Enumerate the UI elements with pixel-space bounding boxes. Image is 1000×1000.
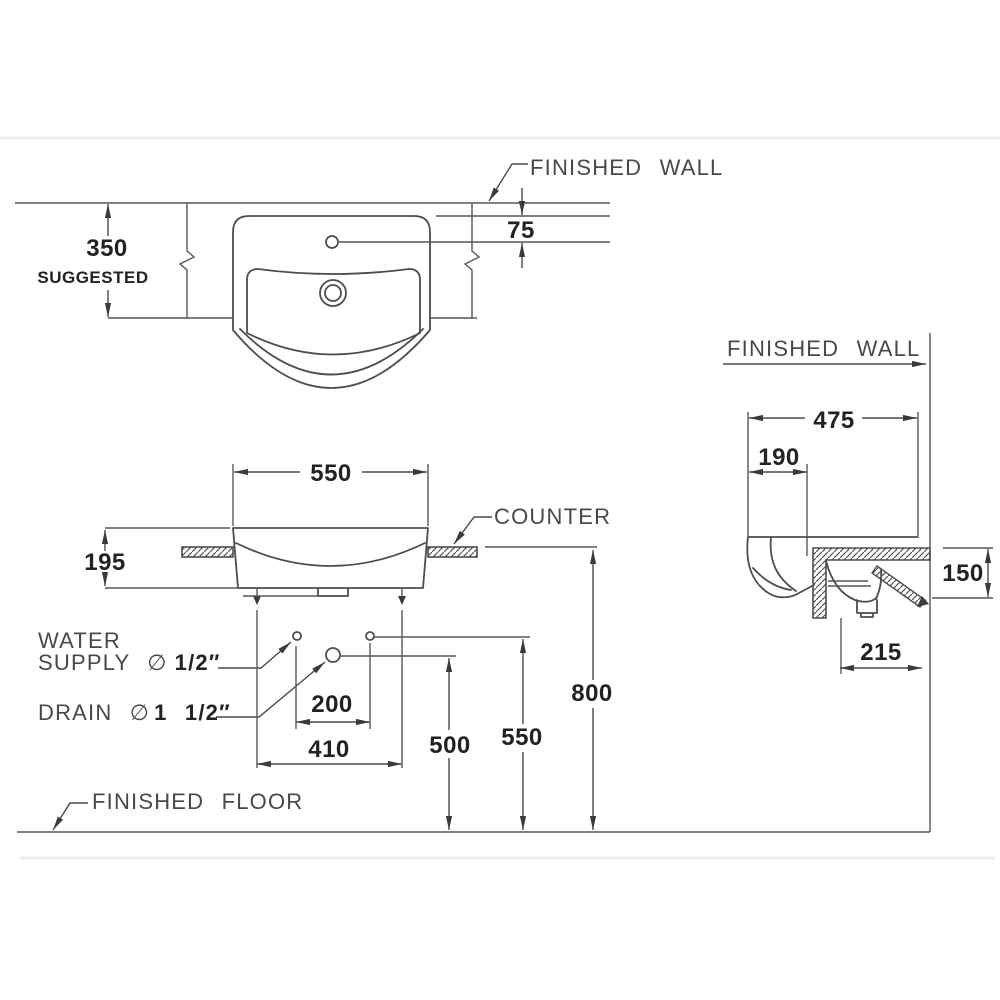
dim-410-bolt-spacing: 410 xyxy=(257,736,402,768)
fixing-bolt-right xyxy=(398,588,406,605)
dim-150-outlet-drop: 150 xyxy=(932,547,993,599)
dim-75-faucet-offset: 75 xyxy=(339,188,610,268)
dim-190-value: 190 xyxy=(758,444,800,471)
water-supply-leader xyxy=(218,641,292,669)
bowl-section-curve xyxy=(825,560,877,603)
basin-front-rim-curve xyxy=(235,542,426,567)
dim-550-width: 550 xyxy=(232,460,429,526)
water-supply-hole-left xyxy=(292,631,302,641)
basin-front-outline xyxy=(232,527,429,589)
finished-wall-top-leader xyxy=(488,163,528,202)
dim-410-value: 410 xyxy=(308,736,350,763)
drain-text: DRAIN ∅ xyxy=(38,700,150,725)
dim-195-value: 195 xyxy=(84,549,126,576)
water-supply-hole-right xyxy=(365,631,375,641)
counter-label: COUNTER xyxy=(494,504,611,529)
dim-550-supply-height: 550 xyxy=(374,636,543,830)
dim-215-outlet-offset: 215 xyxy=(840,618,922,674)
dim-195-depth: 195 xyxy=(84,527,238,589)
counter-section-left xyxy=(181,546,234,558)
water-supply-text: SUPPLY ∅ xyxy=(38,650,168,675)
break-line-right xyxy=(463,203,481,318)
faucet-hole xyxy=(325,235,339,249)
dim-200-supply-spacing: 200 xyxy=(296,691,370,726)
dim-190-overhang: 190 xyxy=(749,444,808,556)
dim-500-value: 500 xyxy=(429,732,471,759)
basin-plan-outline xyxy=(232,215,431,389)
water-supply-label-line2: SUPPLY ∅ 1/2″ xyxy=(38,650,221,675)
dim-215-value: 215 xyxy=(860,639,902,666)
drain-hole-outer xyxy=(319,279,347,307)
dim-suggested-note: SUGGESTED xyxy=(37,268,148,287)
water-supply-size: 1/2″ xyxy=(175,650,221,675)
dim-500-drain-height: 500 xyxy=(340,655,471,830)
drain-hole-inner xyxy=(324,284,342,302)
basin-plan-rim-inner-arc xyxy=(239,328,424,376)
break-line-left xyxy=(178,203,196,318)
drain-label: DRAIN ∅1 1/2″ xyxy=(38,700,231,725)
front-view: 550 COUNTER 195 xyxy=(17,460,930,833)
waste-pipe-to-wall xyxy=(871,565,929,608)
dim-475-overall-depth: 475 xyxy=(747,407,919,536)
finished-wall-side-label: FINISHED WALL xyxy=(727,336,920,361)
basin-bowl-plan-outline xyxy=(246,268,421,356)
dim-800-value: 800 xyxy=(571,680,613,707)
finished-wall-top-label: FINISHED WALL xyxy=(530,155,723,180)
drain-outlet-hole xyxy=(325,647,341,663)
finished-floor-label: FINISHED FLOOR xyxy=(92,789,303,814)
counter-section-right xyxy=(427,546,478,558)
waste-outlet-notch xyxy=(317,587,349,597)
basin-front-bulb-outline xyxy=(746,536,815,599)
basin-front-bowl-curve xyxy=(752,567,792,591)
side-view: FINISHED WALL 475 190 xyxy=(723,333,993,832)
drain-fitting xyxy=(856,599,878,618)
drain-size: 1 1/2″ xyxy=(154,700,231,725)
counter-leader xyxy=(453,516,492,545)
finished-floor-leader xyxy=(52,802,88,831)
drain-leader xyxy=(216,661,326,718)
dim-800-rim-height: 800 xyxy=(571,550,613,830)
dim-150-value: 150 xyxy=(942,560,984,587)
dim-350-value: 350 xyxy=(86,235,128,262)
dim-75-value: 75 xyxy=(507,217,535,244)
dim-350-suggested: 350 SUGGESTED xyxy=(37,204,477,319)
basin-front-bulb-inner xyxy=(769,536,797,592)
counter-section-side xyxy=(812,547,931,619)
water-supply-label-line1: WATER xyxy=(38,628,121,653)
dim-550w-value: 550 xyxy=(310,460,352,487)
top-view: FINISHED WALL 350 SUGGESTED 75 xyxy=(15,155,723,389)
dim-200-value: 200 xyxy=(311,691,353,718)
dim-475-value: 475 xyxy=(813,407,855,434)
dim-550h-value: 550 xyxy=(501,724,543,751)
